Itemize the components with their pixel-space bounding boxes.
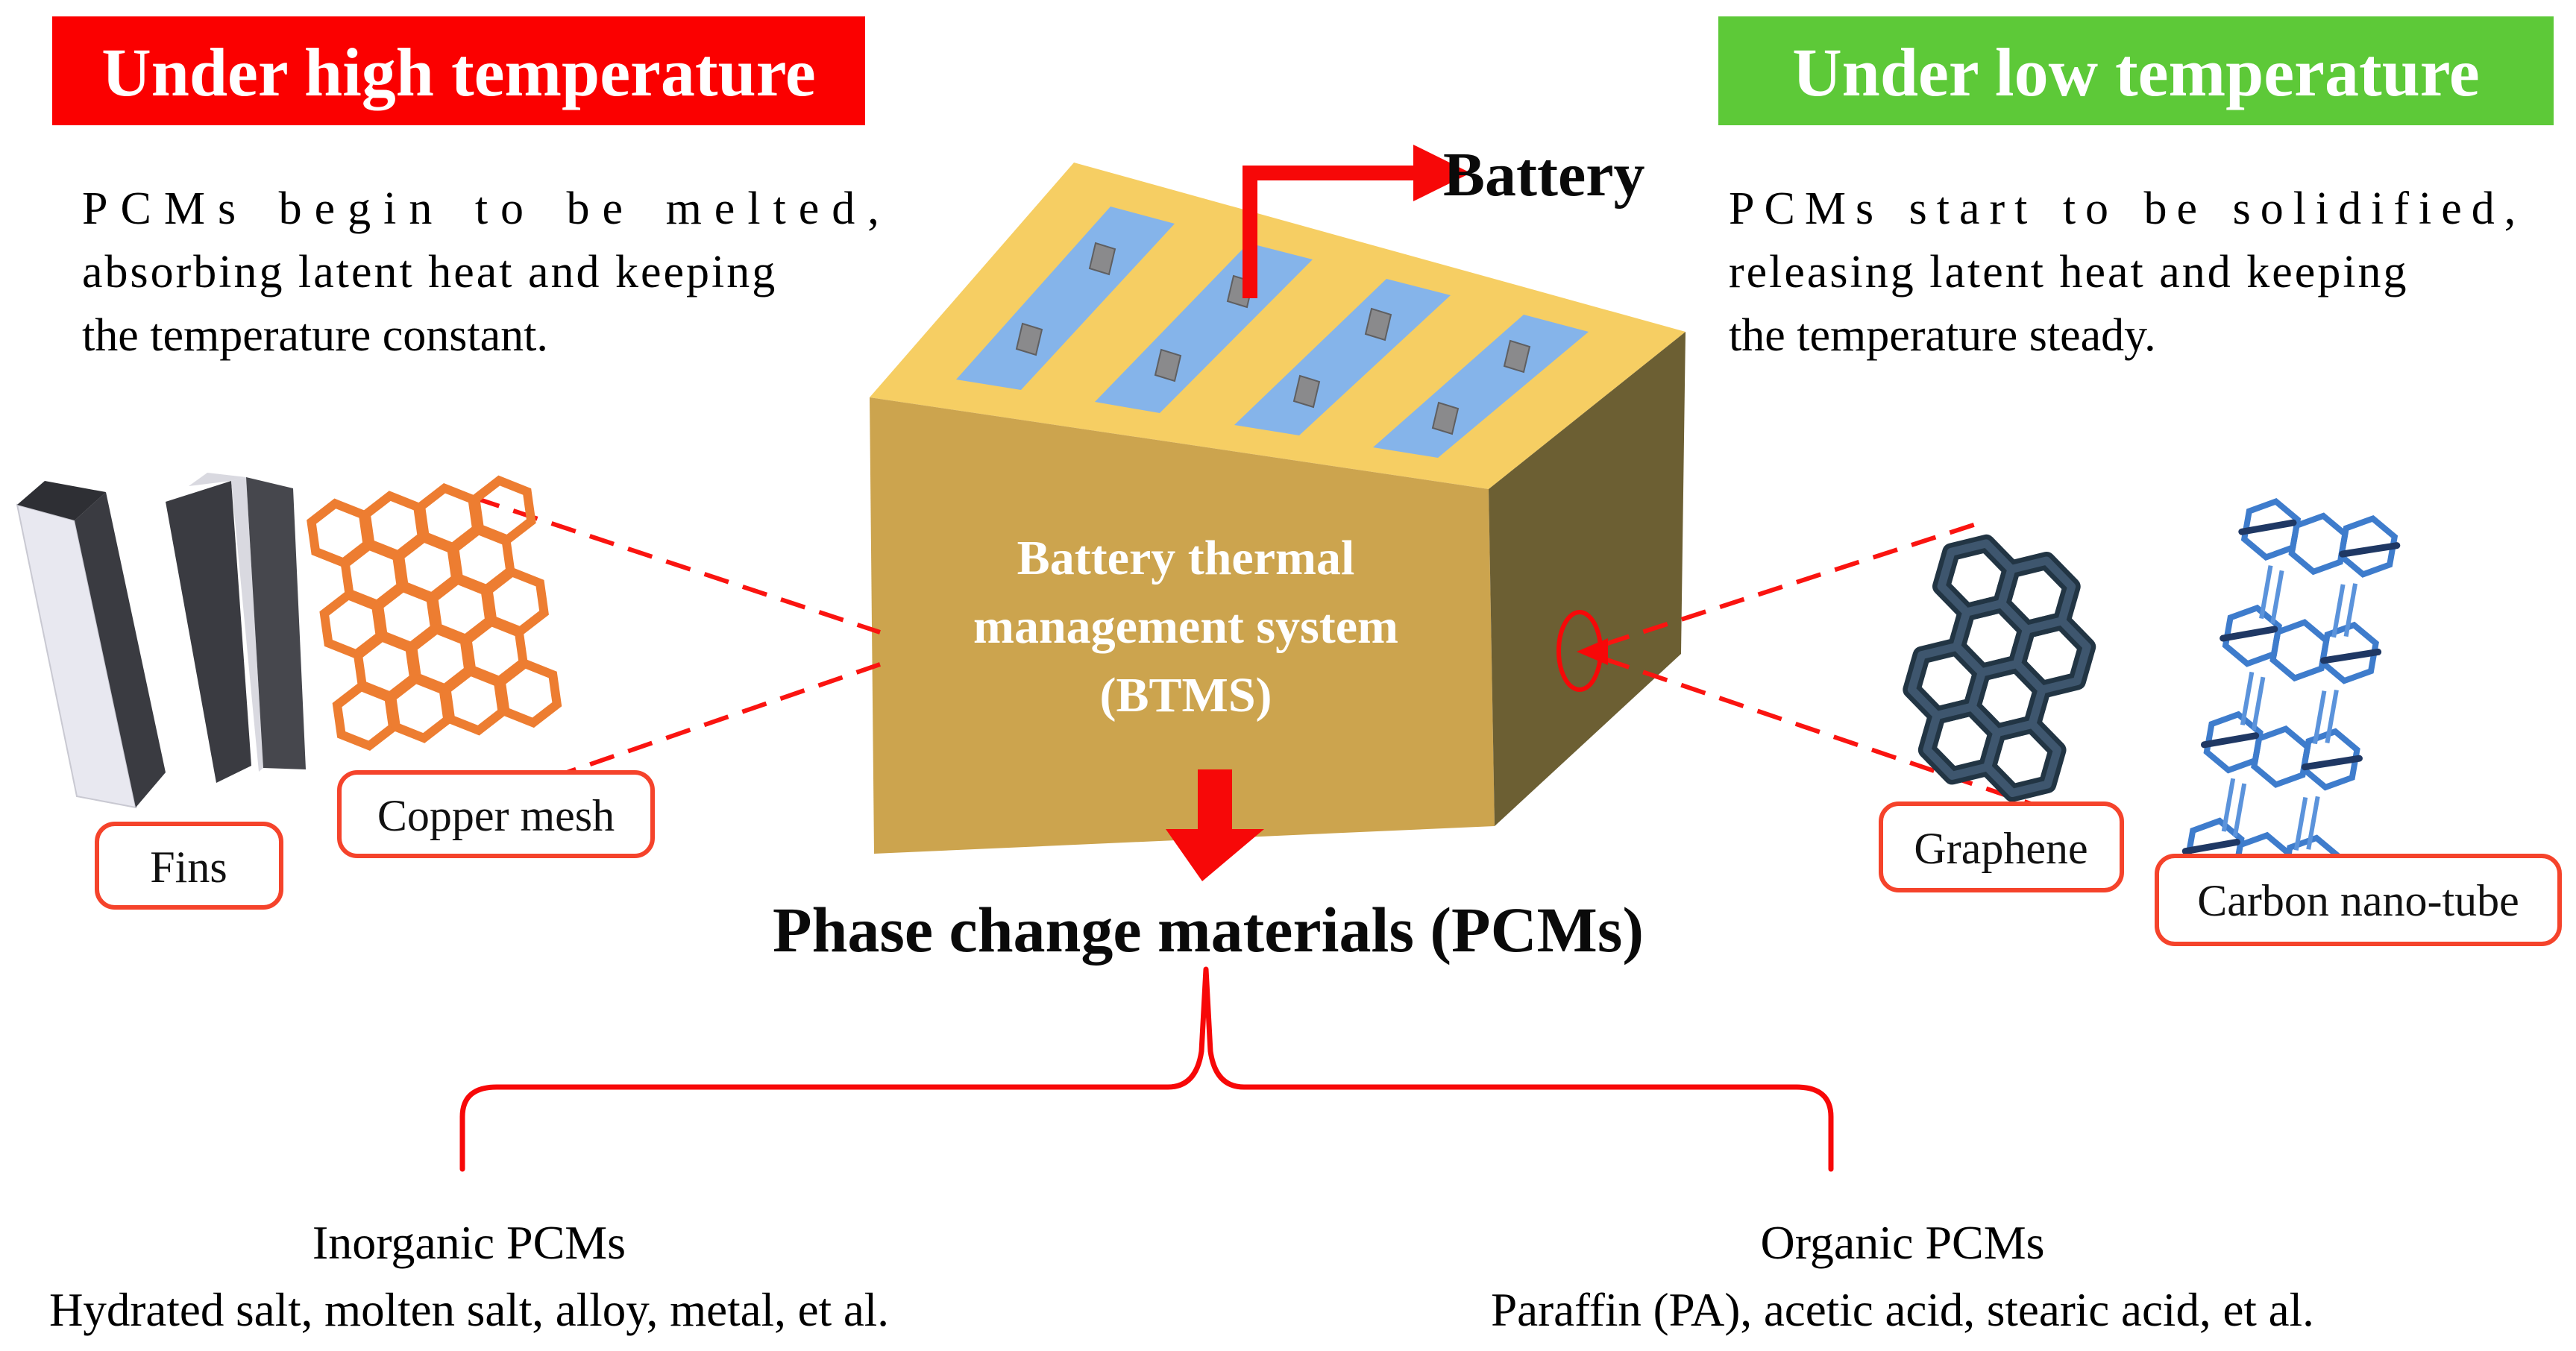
fin-cross-right-face xyxy=(246,477,306,769)
copper-mesh-label-text: Copper mesh xyxy=(377,791,615,840)
paragraph-high-line-2: absorbing latent heat and keeping xyxy=(82,247,777,297)
copper-mesh-label-box xyxy=(337,770,655,858)
organic-category: Organic PCMs Paraffin (PA), acetic acid,… xyxy=(1491,1216,2314,1336)
graphene-icon xyxy=(1892,535,2107,802)
battery-terminal-icon xyxy=(1088,242,1116,276)
banner-high-temp-bg xyxy=(52,16,865,125)
battery-terminal-icon xyxy=(1503,339,1531,374)
fin-cross-top-edge xyxy=(189,473,246,486)
battery-terminal-icon xyxy=(1015,322,1043,356)
cnt-label-text: Carbon nano-tube xyxy=(2197,876,2519,925)
battery-slot xyxy=(1095,243,1313,413)
ellipse-arrow-head-icon xyxy=(1577,638,1608,665)
dashed-connector-left-upper xyxy=(474,496,881,634)
paragraph-low-line-2: releasing latent heat and keeping xyxy=(1729,247,2409,297)
paragraph-low-line-3: the temperature steady. xyxy=(1729,310,2156,361)
copper-mesh-label: Copper mesh xyxy=(337,770,655,858)
banner-low-temp-label: Under low temperature xyxy=(1792,34,2480,110)
battery-terminal-icon xyxy=(1292,374,1321,409)
battery-arrow-head-icon xyxy=(1413,145,1471,201)
banner-high-temp-label: Under high temperature xyxy=(101,34,815,110)
down-arrow-shaft xyxy=(1198,769,1232,831)
dashed-connector-left-lower xyxy=(475,662,881,806)
btms-box: Battery thermal management system (BTMS) xyxy=(870,163,1686,854)
btms-box-front-face xyxy=(870,397,1495,854)
banner-high-temp: Under high temperature xyxy=(52,16,865,125)
organic-title: Organic PCMs xyxy=(1760,1216,2044,1269)
btms-line-2: management system xyxy=(973,599,1398,654)
cnt-label-box xyxy=(2155,854,2562,946)
btms-line-3: (BTMS) xyxy=(1100,668,1272,722)
brace-connector xyxy=(459,966,1834,1172)
battery-slot xyxy=(1234,279,1451,435)
graphene-label-text: Graphene xyxy=(1914,824,2087,873)
inorganic-examples: Hydrated salt, molten salt, alloy, metal… xyxy=(49,1284,889,1336)
battery-arrow-line xyxy=(1243,166,1413,298)
battery-terminal-icon xyxy=(1431,401,1460,435)
banner-low-temp: Under low temperature xyxy=(1718,16,2554,125)
battery-arrow xyxy=(1243,145,1471,298)
carbon-nanotube-icon xyxy=(2181,497,2401,904)
pcm-title: Phase change materials (PCMs) xyxy=(773,894,1644,966)
graphene-label: Graphene xyxy=(1879,802,2124,892)
btms-line-1: Battery thermal xyxy=(1017,531,1355,585)
banner-low-temp-bg xyxy=(1718,16,2554,125)
organic-examples: Paraffin (PA), acetic acid, stearic acid… xyxy=(1491,1284,2314,1336)
graphene-label-box xyxy=(1879,802,2124,892)
paragraph-high-line-1: PCMs begin to be melted, xyxy=(82,183,892,234)
fin-dark-face xyxy=(75,492,166,807)
battery-terminal-icon xyxy=(1154,348,1182,382)
dashed-connector-right-upper xyxy=(1604,518,1988,646)
paragraph-high-line-3: the temperature constant. xyxy=(82,310,548,361)
battery-slot xyxy=(956,207,1175,390)
down-arrow-icon xyxy=(1166,769,1264,881)
fins-label-text: Fins xyxy=(150,843,227,892)
fins-icon xyxy=(16,473,306,809)
btms-box-right-face xyxy=(1489,332,1686,826)
copper-mesh-icon xyxy=(310,477,559,749)
battery-terminal-icon xyxy=(1364,307,1392,341)
fin-top-edge xyxy=(17,481,106,520)
inorganic-title: Inorganic PCMs xyxy=(312,1216,626,1269)
down-arrow-head xyxy=(1166,829,1264,881)
paragraph-low-line-1: PCMs start to be solidified, xyxy=(1729,183,2525,234)
fin-cross-blade xyxy=(231,477,263,772)
fins-label-box xyxy=(95,822,283,910)
paragraph-low-temp: PCMs start to be solidified, releasing l… xyxy=(1729,183,2525,361)
fins-label: Fins xyxy=(95,822,283,910)
fin-cross-left-face xyxy=(166,481,251,783)
paragraph-high-temp: PCMs begin to be melted, absorbing laten… xyxy=(82,183,892,361)
battery-label: Battery xyxy=(1443,140,1645,210)
inorganic-category: Inorganic PCMs Hydrated salt, molten sal… xyxy=(49,1216,889,1336)
cnt-label: Carbon nano-tube xyxy=(2155,854,2562,946)
battery-slot xyxy=(1373,315,1589,458)
